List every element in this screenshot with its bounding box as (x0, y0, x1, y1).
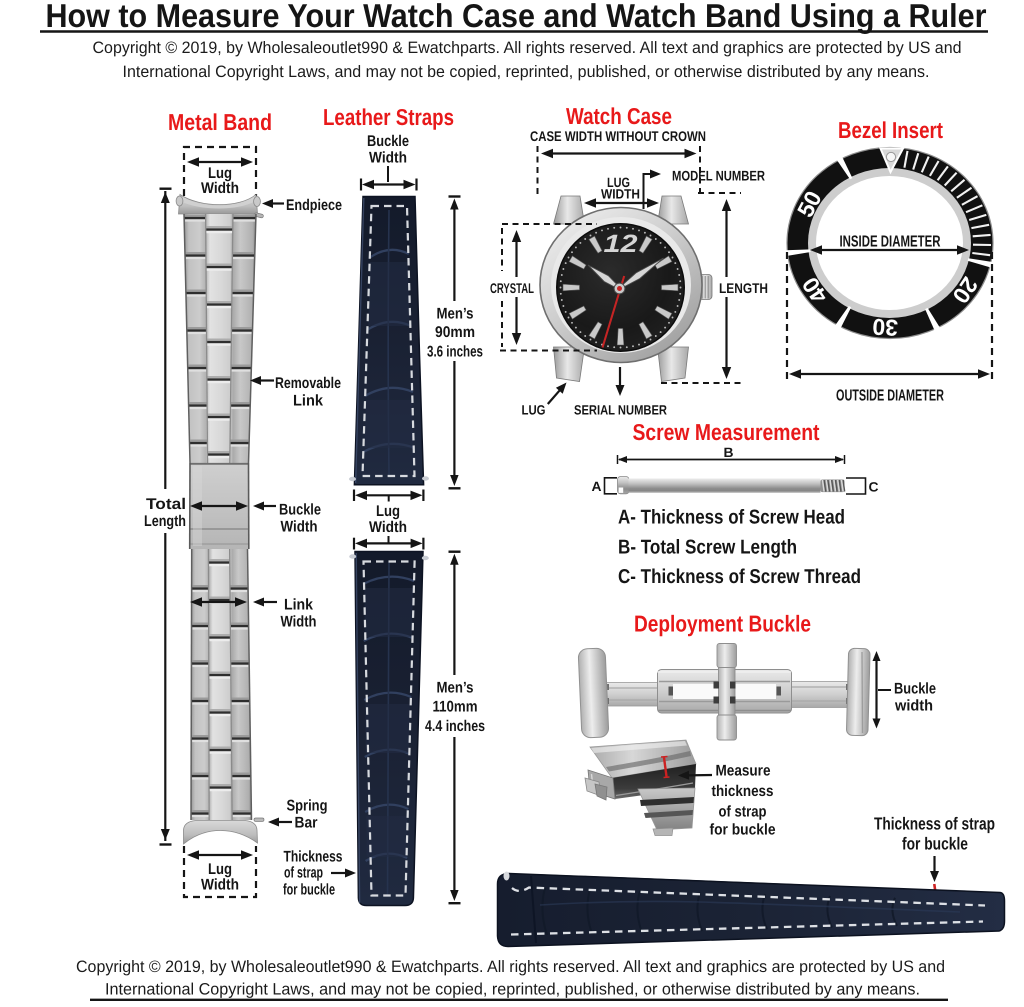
svg-text:CASE WIDTH WITHOUT CROWN: CASE WIDTH WITHOUT CROWN (530, 128, 706, 144)
svg-text:width: width (894, 698, 933, 715)
svg-text:Copyright © 2019, by Wholesal: Copyright © 2019, by Wholesaleoutlet990 … (93, 39, 962, 57)
svg-text:A: A (592, 479, 602, 494)
svg-text:Copyright © 2019, by Wholesal: Copyright © 2019, by Wholesaleoutlet990 … (76, 958, 945, 976)
svg-text:Thickness of strap: Thickness of strap (874, 814, 995, 834)
svg-text:Width: Width (369, 519, 407, 536)
svg-text:How to Measure Your Watch Case: How to Measure Your Watch Case and Watch… (46, 0, 987, 34)
svg-text:A- Thickness of Screw Head: A- Thickness of Screw Head (618, 507, 845, 529)
svg-text:INSIDE DIAMETER: INSIDE DIAMETER (840, 234, 941, 251)
svg-text:12: 12 (604, 230, 638, 258)
svg-text:Spring: Spring (287, 798, 328, 815)
svg-text:Bezel Insert: Bezel Insert (838, 117, 943, 143)
svg-text:Length: Length (144, 513, 186, 530)
svg-text:Buckle: Buckle (894, 681, 936, 698)
svg-text:Men’s: Men’s (437, 306, 474, 323)
svg-text:Measure: Measure (716, 763, 771, 780)
svg-text:OUTSIDE DIAMETER: OUTSIDE DIAMETER (836, 388, 944, 405)
svg-text:110mm: 110mm (433, 699, 478, 716)
svg-text:Screw Measurement: Screw Measurement (633, 419, 820, 445)
svg-text:Link: Link (293, 393, 323, 410)
svg-text:MODEL NUMBER: MODEL NUMBER (672, 168, 765, 184)
svg-text:Link: Link (284, 597, 313, 614)
svg-text:Thickness: Thickness (284, 849, 343, 866)
svg-text:Lug: Lug (208, 861, 232, 878)
svg-text:thickness: thickness (712, 783, 774, 800)
svg-text:Buckle: Buckle (367, 133, 409, 150)
svg-text:Width: Width (201, 180, 239, 197)
svg-text:Bar: Bar (295, 815, 318, 832)
svg-text:for buckle: for buckle (902, 834, 968, 854)
svg-text:90mm: 90mm (435, 324, 475, 341)
svg-text:C- Thickness of Screw Thread: C- Thickness of Screw Thread (618, 566, 861, 588)
svg-text:Width: Width (281, 614, 317, 631)
svg-text:Men’s: Men’s (437, 680, 474, 697)
svg-text:3.6 inches: 3.6 inches (427, 344, 483, 361)
svg-text:for buckle: for buckle (283, 882, 335, 899)
svg-text:Total: Total (146, 496, 186, 513)
svg-text:Width: Width (201, 877, 239, 894)
svg-text:of strap: of strap (284, 865, 323, 882)
svg-text:B- Total Screw Length: B- Total Screw Length (618, 537, 797, 559)
svg-text:of strap: of strap (719, 804, 767, 821)
svg-text:CRYSTAL: CRYSTAL (490, 280, 534, 296)
svg-text:Deployment Buckle: Deployment Buckle (634, 611, 811, 637)
svg-text:Leather Straps: Leather Straps (323, 104, 454, 130)
svg-text:for buckle: for buckle (710, 822, 776, 839)
svg-text:30: 30 (872, 314, 899, 341)
svg-text:International Copyright Laws,: International Copyright Laws, and may no… (123, 63, 930, 81)
svg-text:Width: Width (281, 519, 318, 536)
svg-text:SERIAL NUMBER: SERIAL NUMBER (574, 403, 667, 418)
svg-text:C: C (869, 480, 879, 495)
svg-text:4.4 inches: 4.4 inches (425, 718, 485, 735)
svg-text:Width: Width (369, 150, 407, 167)
svg-text:WIDTH: WIDTH (601, 187, 640, 202)
svg-text:Buckle: Buckle (279, 502, 321, 519)
svg-text:Removable: Removable (275, 375, 341, 392)
svg-text:LENGTH: LENGTH (719, 280, 768, 296)
svg-text:Metal Band: Metal Band (168, 109, 272, 135)
svg-text:Watch Case: Watch Case (566, 103, 672, 129)
svg-text:LUG: LUG (522, 403, 546, 418)
svg-text:Lug: Lug (376, 503, 400, 520)
svg-text:B: B (724, 445, 734, 460)
svg-text:Endpiece: Endpiece (286, 197, 342, 214)
svg-text:International Copyright Laws,: International Copyright Laws, and may no… (105, 981, 920, 999)
